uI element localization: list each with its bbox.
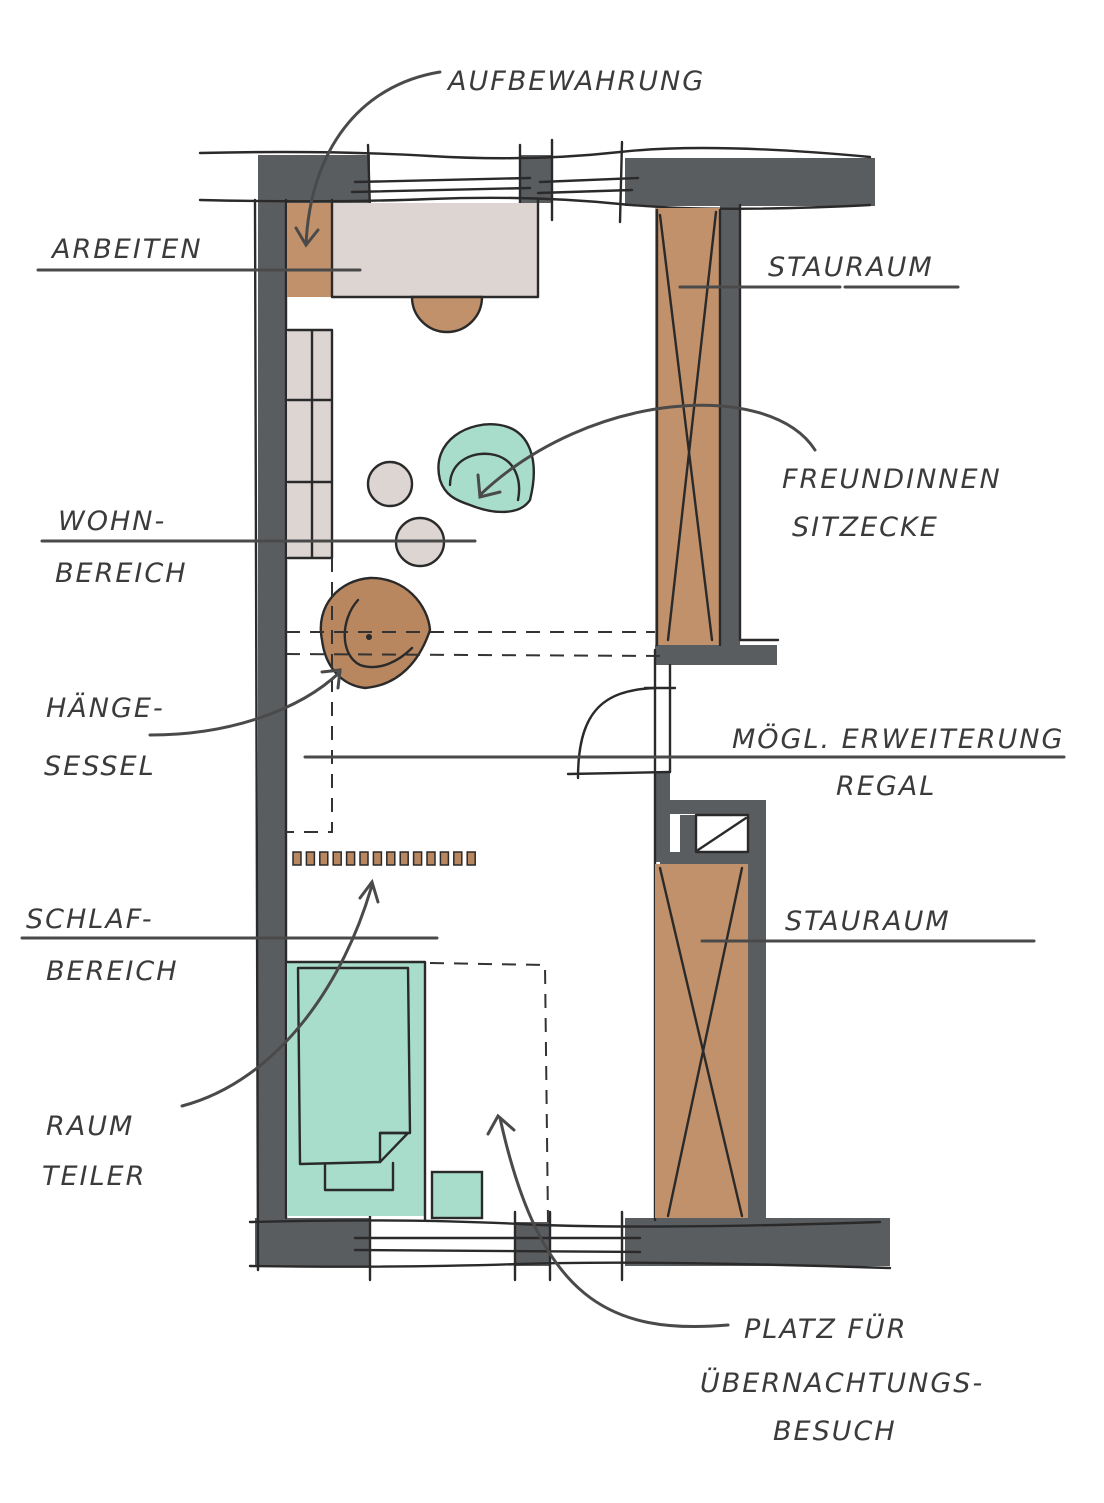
sofa: [286, 328, 334, 560]
side-table-1: [366, 460, 414, 508]
wall-jamb-lower: [655, 772, 670, 862]
nightstand: [430, 1170, 484, 1220]
divider-slat: [426, 851, 436, 866]
label-wohn: WOHN-: [58, 506, 166, 537]
divider-slat: [359, 851, 369, 866]
storage-cabinet-bottom-right: [655, 864, 748, 1218]
label-sitzecke: SITZECKE: [792, 512, 939, 543]
divider-slat: [319, 851, 329, 866]
wall-jamb-upper: [655, 645, 670, 665]
label-schlaf-bereich: BEREICH: [46, 956, 179, 987]
divider-slat: [305, 851, 316, 866]
label-uebernachtungs: ÜBERNACHTUNGS-: [700, 1367, 984, 1399]
desk-chair: [410, 295, 484, 334]
label-teiler: TEILER: [42, 1161, 146, 1192]
extension-zone-dashed: [285, 558, 661, 833]
arrow-sitzecke: [478, 403, 817, 497]
wall-shaft-bottom: [660, 852, 760, 864]
wall-shaft-top: [660, 800, 765, 814]
label-freundinnen: FREUNDINNEN: [782, 464, 1002, 495]
storage-cabinet-top-right: [655, 208, 722, 647]
divider-slat: [439, 851, 450, 866]
room-divider: [292, 851, 476, 866]
label-raum: RAUM: [46, 1111, 134, 1142]
arrow-besuch: [498, 1116, 730, 1329]
arrow-raumteiler: [180, 883, 374, 1108]
armchair-mint: [437, 423, 535, 514]
divider-slat: [345, 851, 356, 866]
label-platz: PLATZ FÜR: [744, 1313, 907, 1345]
window-bottom: [353, 1210, 642, 1282]
label-wohn-bereich: BEREICH: [55, 558, 188, 589]
label-haenge: HÄNGE-: [46, 692, 165, 724]
wall-top-right: [625, 158, 875, 206]
window-top: [350, 138, 640, 224]
label-schlaf: SCHLAF-: [26, 904, 154, 935]
label-stauraum-bottom: STAURAUM: [785, 906, 951, 937]
label-sessel: SESSEL: [44, 751, 156, 782]
label-aufbewahrung: AUFBEWAHRUNG: [446, 66, 705, 97]
arrow-aufbewahrung: [304, 70, 442, 247]
wall-shaft-right: [748, 800, 766, 1220]
wall-bottom-left: [255, 1218, 370, 1266]
leader-lines: [20, 268, 1066, 943]
hanging-chair: [319, 576, 432, 690]
walls: [255, 155, 890, 1266]
door: [566, 686, 677, 780]
shaft-box: [694, 813, 750, 854]
wall-notch-horizontal: [655, 645, 777, 665]
label-erweiterung: MÖGL. ERWEITERUNG: [732, 723, 1064, 755]
divider-slat: [332, 851, 342, 866]
bed: [285, 960, 427, 1222]
divider-slat: [386, 851, 396, 866]
desk: [330, 198, 540, 299]
labels: AUFBEWAHRUNG ARBEITEN STAURAUM FREUNDINN…: [26, 66, 1064, 1447]
divider-slat: [466, 851, 476, 866]
label-regal: REGAL: [836, 771, 936, 802]
wall-right-upper: [720, 200, 740, 645]
arrow-haengesessel: [148, 670, 342, 737]
divider-slat: [412, 851, 423, 866]
divider-slat: [453, 851, 463, 866]
divider-slat: [372, 851, 383, 866]
label-besuch: BESUCH: [773, 1416, 897, 1447]
label-arbeiten: ARBEITEN: [50, 234, 203, 265]
divider-slat: [399, 851, 409, 866]
arrows: [148, 70, 817, 1329]
label-stauraum-top: STAURAUM: [768, 252, 934, 283]
divider-slat: [292, 851, 302, 866]
